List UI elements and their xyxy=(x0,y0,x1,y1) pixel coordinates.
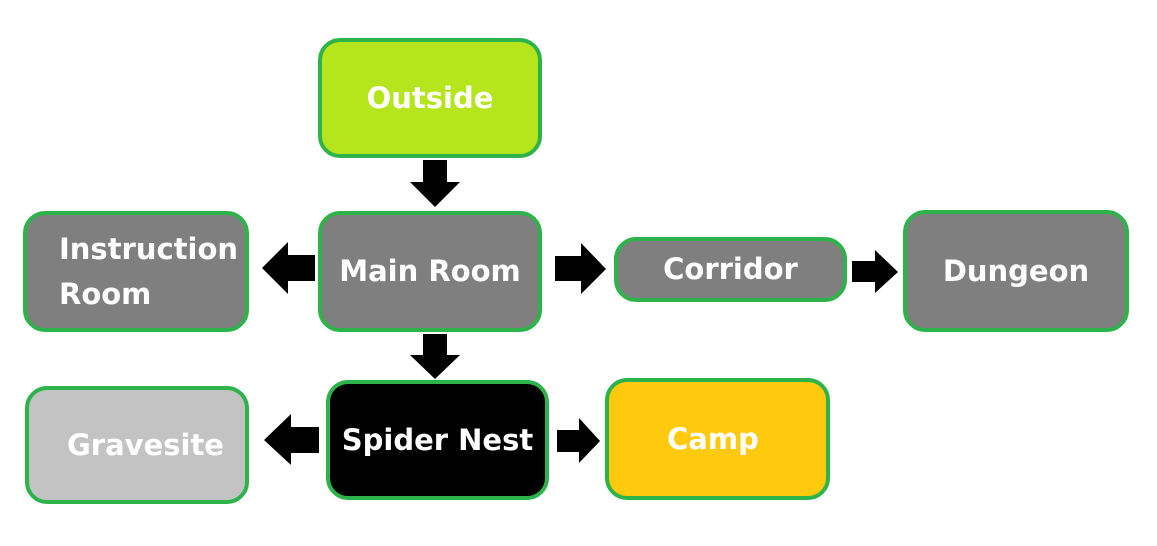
node-label: Dungeon xyxy=(942,253,1090,288)
node-camp: Camp xyxy=(605,378,830,500)
node-spider-nest: Spider Nest xyxy=(326,380,549,500)
arrow-spider-nest-to-gravesite xyxy=(264,414,319,465)
arrow-main-room-to-spider-nest xyxy=(410,334,460,379)
node-label: Gravesite xyxy=(67,427,224,462)
node-label: Main Room xyxy=(339,254,521,289)
arrow-corridor-to-dungeon xyxy=(852,250,898,293)
node-corridor: Corridor xyxy=(614,237,847,302)
arrow-main-room-to-corridor xyxy=(555,243,606,294)
node-gravesite: Gravesite xyxy=(25,386,249,504)
node-label: Spider Nest xyxy=(341,422,534,457)
arrow-main-room-to-instruction-room xyxy=(262,242,315,294)
node-label: Outside xyxy=(366,80,494,115)
node-instruction-room: Instruction Room xyxy=(23,211,249,332)
node-outside: Outside xyxy=(318,38,542,158)
node-dungeon: Dungeon xyxy=(903,210,1129,332)
node-label: Instruction Room xyxy=(59,231,239,311)
node-label: Corridor xyxy=(663,252,798,287)
arrow-outside-to-main-room xyxy=(410,160,460,207)
node-label: Camp xyxy=(667,421,759,456)
arrow-spider-nest-to-camp xyxy=(557,418,600,463)
node-main-room: Main Room xyxy=(318,211,542,332)
